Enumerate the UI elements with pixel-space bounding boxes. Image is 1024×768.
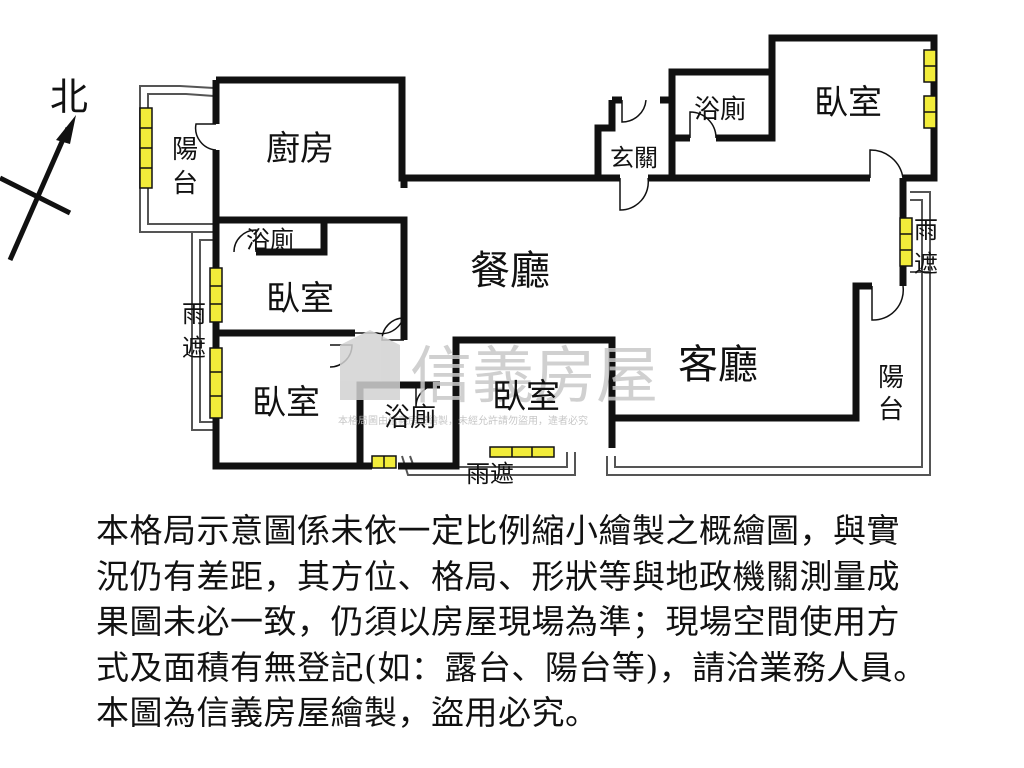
disclaimer-line: 果圖未必一致，仍須以房屋現場為準；現場空間使用方 (96, 602, 900, 641)
balcony-right-label-1: 陽 (878, 363, 904, 393)
entrance-label: 玄關 (610, 144, 658, 172)
floor-plan: 北 (0, 34, 938, 488)
disclaimer-line: 況仍有差距，其方位、格局、形狀等與地政機關測量成 (96, 556, 900, 596)
balcony-left-label-1: 陽 (172, 135, 198, 165)
bath-top-label: 浴廁 (694, 95, 746, 125)
bath-bottom-label: 浴廁 (384, 403, 436, 433)
dining-label: 餐廳 (470, 248, 550, 294)
canopy-right-label-2: 遮 (914, 250, 938, 278)
balcony-right-label-2: 台 (878, 395, 904, 425)
living-label: 客廳 (678, 342, 758, 388)
disclaimer-line: 本圖為信義房屋繪製，盜用必究。 (96, 693, 599, 732)
watermark: 信義房屋 本格局圖由信義房屋繪製，未經允許請勿盜用，違者必究 (338, 330, 658, 427)
kitchen-label: 廚房 (266, 129, 334, 169)
windows (139, 49, 937, 469)
disclaimer-line: 本格局示意圖係未依一定比例縮小繪製之概繪圖，與實 (96, 511, 900, 550)
bath-left-label: 浴廁 (246, 226, 294, 254)
watermark-brand: 信義房屋 (410, 339, 658, 412)
watermark-small: 本格局圖由信義房屋繪製，未經允許請勿盜用，違者必究 (338, 414, 588, 427)
canopy-right-label-1: 雨 (914, 216, 938, 244)
bedroom-center-label: 臥室 (492, 377, 560, 417)
balcony-left-label-2: 台 (172, 169, 198, 199)
canopy-bottom-label: 雨遮 (466, 460, 514, 488)
north-arrow-icon (0, 115, 76, 262)
bedroom-top-right-label: 臥室 (814, 83, 882, 123)
compass-label: 北 (50, 75, 88, 119)
house-logo-icon (340, 330, 400, 400)
disclaimer-text: 本格局示意圖係未依一定比例縮小繪製之概繪圖，與實 況仍有差距，其方位、格局、形狀… (96, 508, 1016, 736)
disclaimer-line: 式及面積有無登記(如：露台、陽台等)，請洽業務人員。 (96, 647, 927, 687)
walls (212, 34, 938, 470)
bedroom-mid-left-label: 臥室 (266, 279, 334, 319)
canopy-left-label-2: 遮 (182, 334, 206, 362)
canopy-left-label-1: 雨 (182, 300, 206, 328)
bedroom-low-left-label: 臥室 (252, 383, 320, 423)
